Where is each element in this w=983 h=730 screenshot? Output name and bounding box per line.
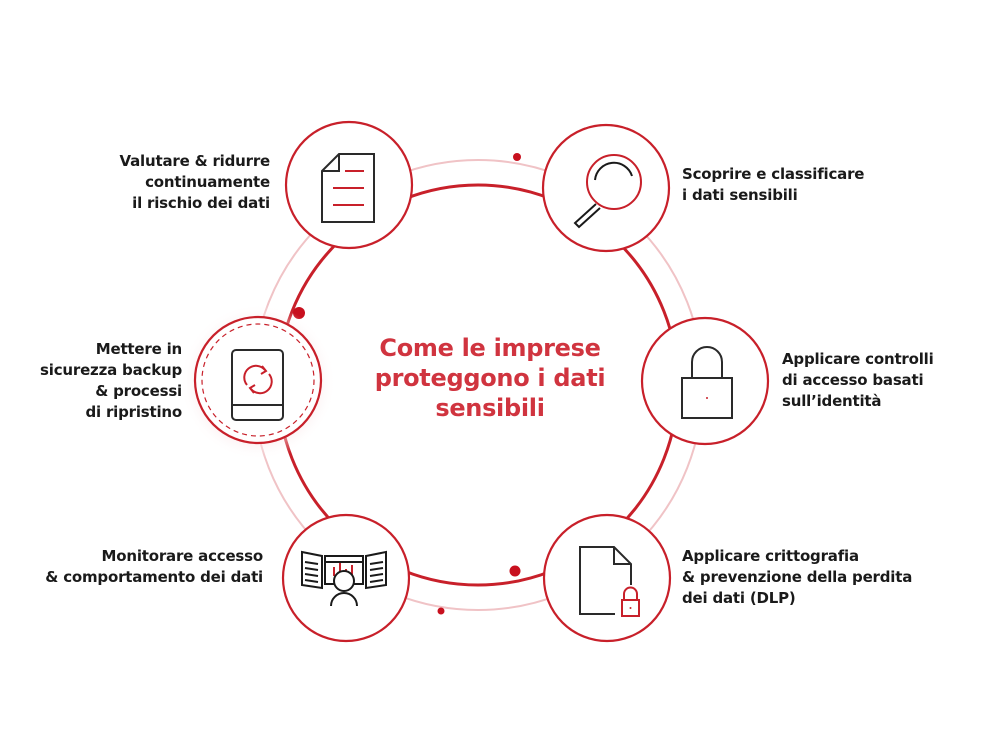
ring-dot-bottom-outer <box>437 607 445 615</box>
monitoring-dashboard-icon <box>301 550 387 607</box>
backup-drive-sync-icon <box>231 349 284 421</box>
label-encrypt: Applicare crittografia & prevenzione del… <box>682 547 913 607</box>
label-access-control: Applicare controlli di accesso basati su… <box>782 350 934 410</box>
locked-file-icon <box>579 546 640 617</box>
center-title-line-3: sensibili <box>435 394 545 422</box>
dashed-inner-ring <box>201 323 315 437</box>
node-assess[interactable] <box>284 120 414 250</box>
label-assess: Valutare & ridurre continuamente il risc… <box>119 152 271 212</box>
node-monitor[interactable] <box>281 513 411 643</box>
center-title-line-2: proteggono i dati <box>374 364 606 392</box>
node-backup[interactable] <box>193 315 323 445</box>
padlock-icon <box>681 346 733 419</box>
label-monitor: Monitorare accesso & comportamento dei d… <box>45 547 263 586</box>
magnifier-icon <box>573 154 642 229</box>
node-encrypt[interactable] <box>542 513 672 643</box>
label-discover: Scoprire e classificare i dati sensibili <box>682 165 865 204</box>
label-backup: Mettere in sicurezza backup & processi d… <box>40 340 182 421</box>
node-discover[interactable] <box>541 123 671 253</box>
document-icon <box>321 153 375 223</box>
ring-dot-top <box>513 153 521 161</box>
center-title: Come le imprese proteggono i dati sensib… <box>340 333 640 423</box>
ring-dot-bottom <box>509 565 521 577</box>
node-access-control[interactable] <box>640 316 770 446</box>
center-title-line-1: Come le imprese <box>379 334 601 362</box>
